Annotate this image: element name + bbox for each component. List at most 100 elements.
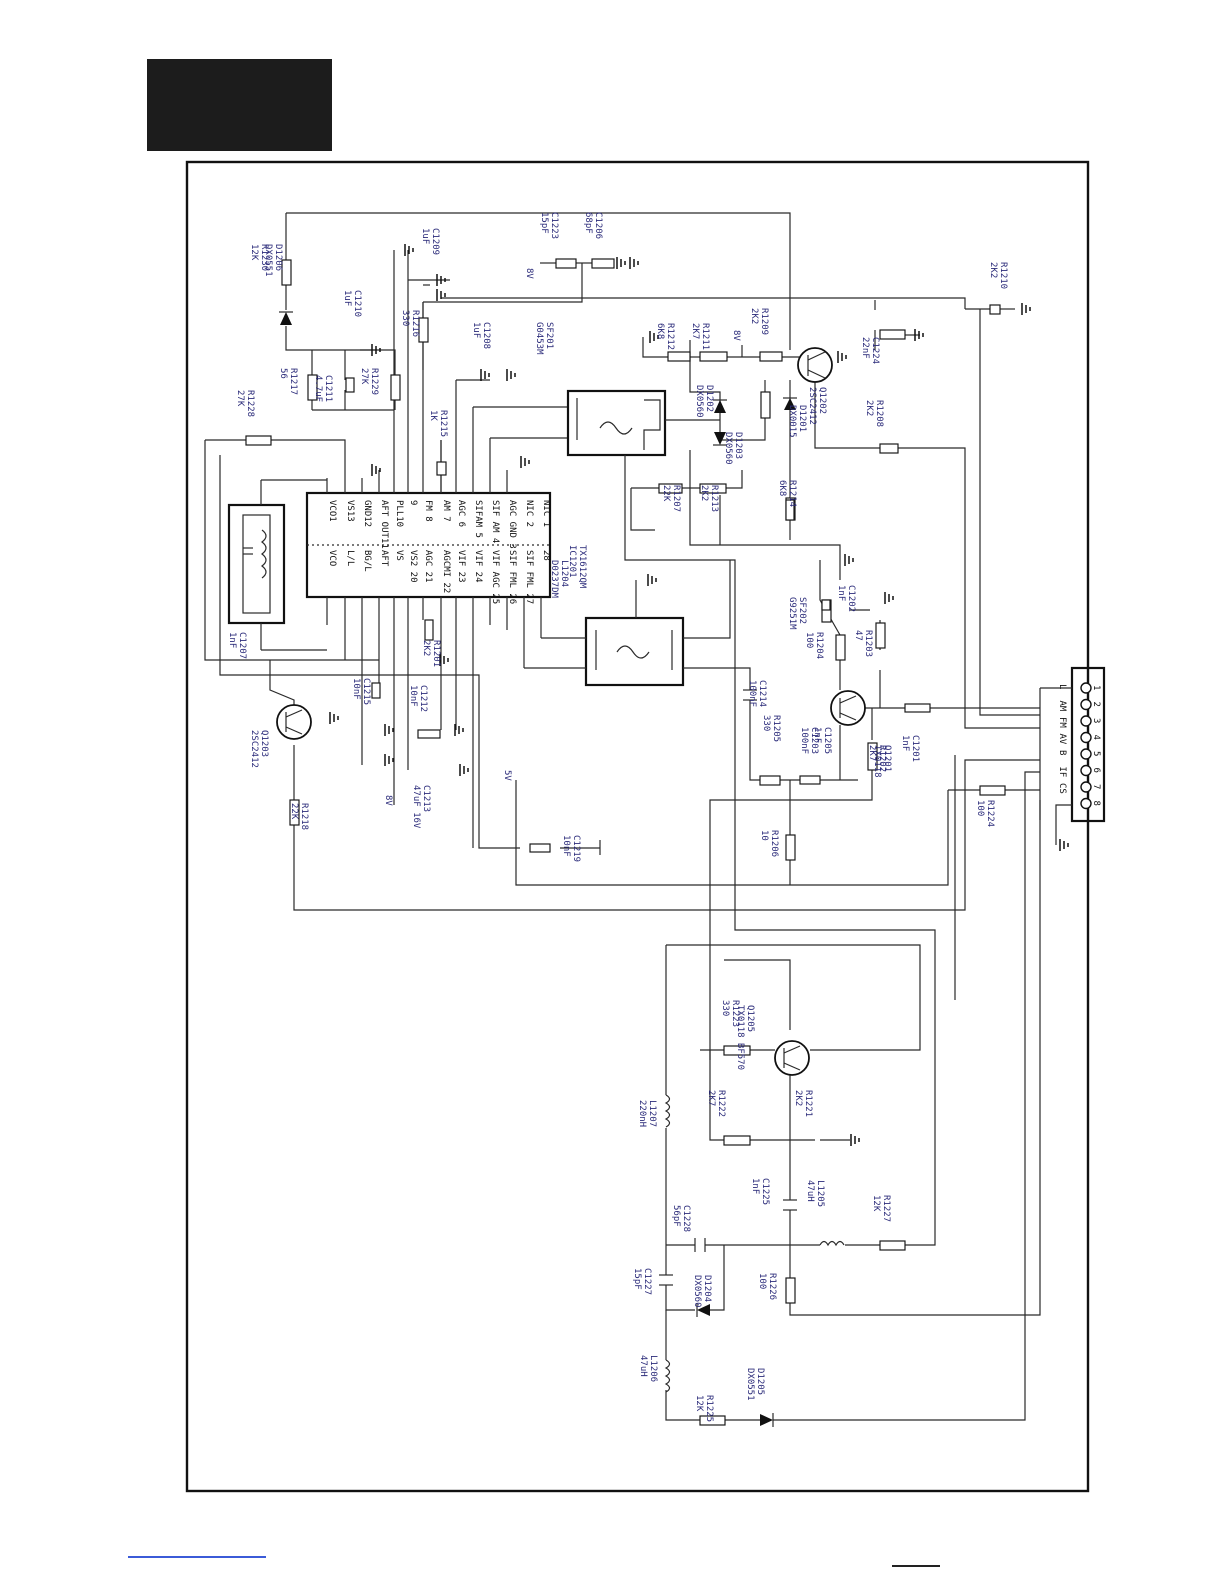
component-ref: R1213 xyxy=(709,485,719,512)
ground-symbol xyxy=(439,654,449,666)
component-value: DX0015 xyxy=(787,405,797,438)
supply-5v: 5V xyxy=(502,770,512,781)
lower-wiring xyxy=(665,771,1041,1421)
component-value: 10nF xyxy=(561,835,571,857)
ground-symbol xyxy=(850,1134,860,1146)
ground-symbol xyxy=(1021,303,1031,315)
component-value: 22nF xyxy=(860,337,870,359)
component-ref: C1202 xyxy=(846,585,856,612)
ic-pin-label: AFT OUT11 xyxy=(379,500,389,549)
component-ref: R1211 xyxy=(700,323,710,350)
component-ref: C1223 xyxy=(549,212,559,239)
component-ref: R1217 xyxy=(288,368,298,395)
component-ref: R1215 xyxy=(438,410,448,437)
connector-pin-number: 1 xyxy=(1091,685,1101,690)
ground-symbol xyxy=(384,754,394,766)
component-ref: R1210 xyxy=(998,262,1008,289)
connector-signal: L xyxy=(1057,684,1067,689)
component-value: 47uH xyxy=(805,1180,815,1202)
ground-symbol xyxy=(329,712,339,724)
supply-8v-top: 8V xyxy=(524,268,534,279)
component-value: 100 xyxy=(975,800,985,816)
ground-symbol xyxy=(629,257,639,269)
component-ref: C1201 xyxy=(910,735,920,762)
ground-symbol xyxy=(454,724,464,736)
connector-pin-number: 8 xyxy=(1091,801,1101,806)
component-value: 47uF 16V xyxy=(411,785,421,829)
component-value: DX0551 xyxy=(263,244,273,277)
component-ref: C1203 xyxy=(809,727,819,754)
connector-pin xyxy=(1080,764,1092,777)
component-ref: D1205 xyxy=(755,1368,765,1395)
connector-pin-number: 7 xyxy=(1091,784,1101,789)
component-ref: R1202 xyxy=(877,745,887,772)
connector-pin-number: 3 xyxy=(1091,718,1101,723)
component-ref: Q1201 xyxy=(882,745,892,772)
component-value: 22K xyxy=(661,485,671,502)
ic1201-ref: IC1201 xyxy=(567,545,577,578)
component-ref: R1208 xyxy=(874,400,884,427)
component-ref: C1210 xyxy=(352,290,362,317)
connector-pin xyxy=(1080,682,1092,694)
component-ref: R1216 xyxy=(410,310,420,337)
component-ref: C1209 xyxy=(430,228,440,255)
component-value: 2SC2412 xyxy=(249,730,259,768)
component-value: 2K2 xyxy=(749,308,759,324)
component-ref: R1203 xyxy=(863,630,873,657)
component-ref: Q1205 xyxy=(745,1005,755,1032)
component-ref: R1204 xyxy=(814,632,824,659)
component-ref: R1212 xyxy=(665,323,675,350)
component-value: 47 xyxy=(853,630,863,641)
component-value: 100 xyxy=(804,632,814,648)
component-value: 12K xyxy=(871,1195,881,1212)
component-ref: R1224 xyxy=(985,800,995,827)
transistor-q1205 xyxy=(774,1040,810,1076)
ground-symbol xyxy=(649,331,659,343)
ic-pin-label: L/L xyxy=(345,550,355,566)
component-value: DX0560 xyxy=(692,1275,702,1308)
footer-link[interactable] xyxy=(128,1556,266,1558)
component-ref: D1202 xyxy=(704,385,714,412)
component-value: 1nF xyxy=(836,585,846,601)
ic-pin-label: AGC GND 3 xyxy=(507,500,517,549)
component-value: 27K xyxy=(359,368,369,385)
component-value: 4.7uF xyxy=(313,375,323,402)
component-value: 6K8 xyxy=(655,323,665,339)
component-ref: R1209 xyxy=(759,308,769,335)
connector-pin-number: 5 xyxy=(1091,751,1101,756)
component-value: 1uF xyxy=(420,228,430,244)
supply-8v-left: 8V xyxy=(383,795,393,806)
ic-pin-label: AGC 6 xyxy=(456,500,466,527)
component-value: DX0551 xyxy=(745,1368,755,1401)
component-ref: R1226 xyxy=(767,1273,777,1300)
header-block xyxy=(147,59,332,151)
ground-symbol xyxy=(914,329,924,341)
component-ref: C1205 xyxy=(822,727,832,754)
component-value: 68pF xyxy=(583,212,593,234)
ic-pin-label: SIFAM 5 xyxy=(473,500,483,538)
component-ref: R1207 xyxy=(671,485,681,512)
component-ref: R1228 xyxy=(245,390,255,417)
component-ref: C1228 xyxy=(681,1205,691,1232)
component-ref: R1218 xyxy=(299,803,309,830)
connector-signal: B xyxy=(1057,750,1067,755)
ic-pin-label: VCO1 xyxy=(327,500,337,522)
component-ref: R1221 xyxy=(803,1090,813,1117)
component-ref: D1203 xyxy=(733,432,743,459)
ground-symbol xyxy=(404,244,414,256)
ic-pin-label: SIF FML 27 xyxy=(524,550,534,604)
connector-pin-number: 6 xyxy=(1091,768,1101,773)
transistor-q1203 xyxy=(276,704,312,740)
ic-pin-label: SIF AM 4 xyxy=(490,500,500,543)
component-value: D0237DM xyxy=(549,560,559,599)
component-value: 1uF xyxy=(342,290,352,306)
ground-symbol xyxy=(506,369,516,381)
ic-pin-label: VS2 20 xyxy=(408,550,418,583)
component-ref: R1201 xyxy=(431,640,441,667)
ic-pin-label: VIF AGC 25 xyxy=(490,550,500,604)
component-value: 100 xyxy=(757,1273,767,1289)
component-value: 100nF xyxy=(799,727,809,754)
component-value: 15pF xyxy=(632,1268,642,1290)
